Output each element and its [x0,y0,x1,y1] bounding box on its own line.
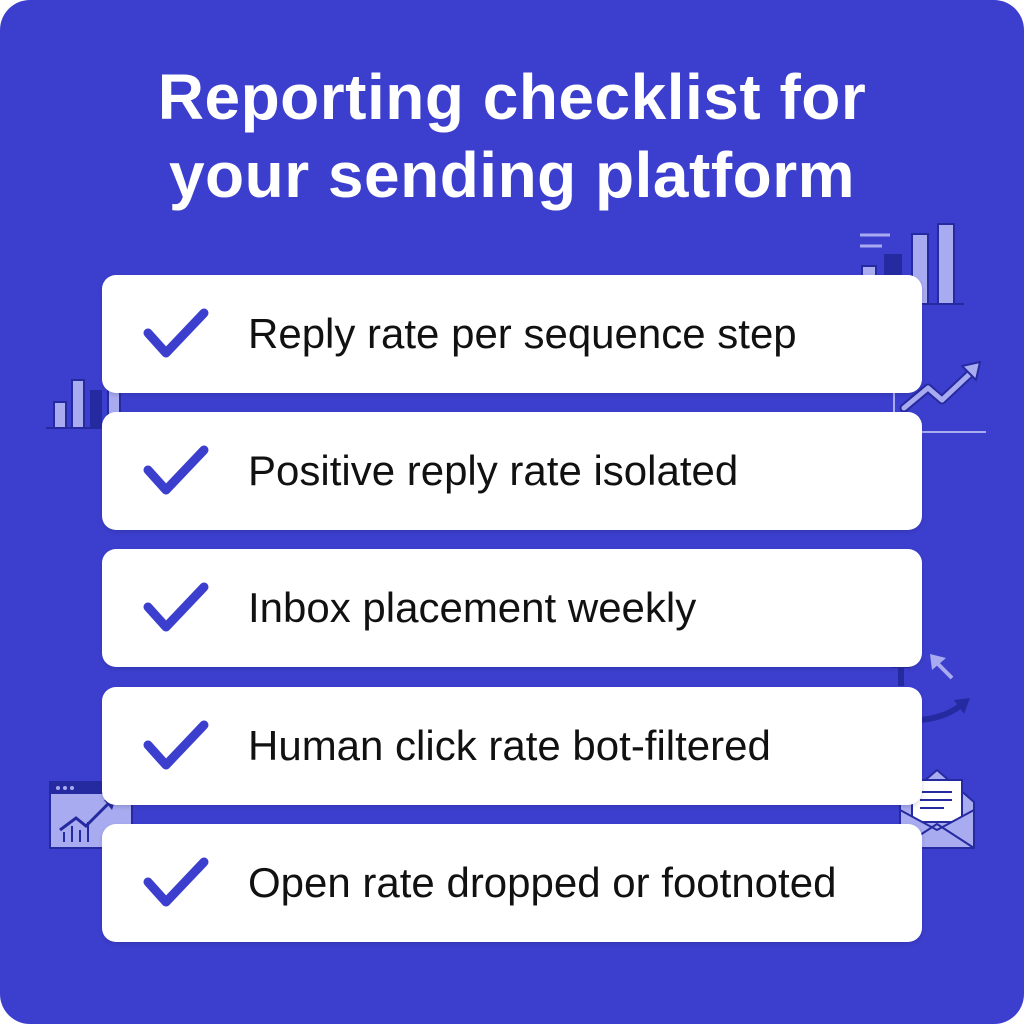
title-line-2: your sending platform [168,139,856,211]
checkmark-icon [143,445,209,495]
checklist-item: Open rate dropped or footnoted [102,824,922,942]
title-line-1: Reporting checklist for [157,61,867,133]
checklist-item-label: Reply rate per sequence step [248,310,797,357]
checkmark-icon [143,582,209,632]
checkmark-icon [143,857,209,907]
checklist-item-label: Human click rate bot-filtered [248,722,771,769]
checklist-item: Positive reply rate isolated [102,412,922,530]
checklist-item-label: Inbox placement weekly [248,584,697,631]
checkmark-icon [143,720,209,770]
page-title: Reporting checklist for your sending pla… [0,58,1024,214]
trend-chart-icon [893,360,986,433]
checklist-item: Inbox placement weekly [102,549,922,667]
checklist-item: Human click rate bot-filtered [102,687,922,805]
checkmark-icon [143,308,209,358]
checklist-item-label: Positive reply rate isolated [248,447,739,494]
checklist-item-label: Open rate dropped or footnoted [248,859,837,906]
checklist-item: Reply rate per sequence step [102,275,922,393]
